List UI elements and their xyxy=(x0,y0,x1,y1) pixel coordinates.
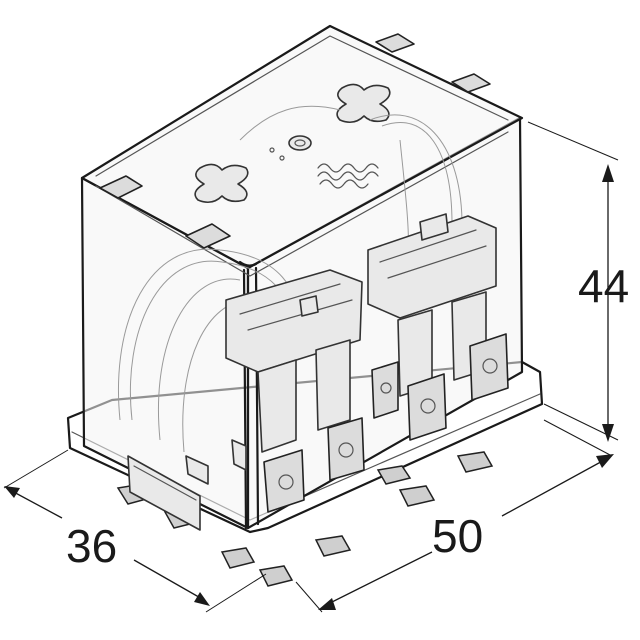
coil-spring xyxy=(317,163,379,189)
width-label: 50 xyxy=(432,510,483,562)
dimension-width: 50 xyxy=(295,419,614,613)
terminal-tab-small xyxy=(371,361,399,419)
terminal-tab-2 xyxy=(327,417,365,481)
cover-clips xyxy=(99,33,491,249)
center-mark xyxy=(269,135,312,161)
side-clips xyxy=(127,439,247,531)
terminal-tab-4 xyxy=(469,333,509,401)
cross-screw-left xyxy=(194,163,249,204)
contact-posts xyxy=(257,291,487,453)
dimension-depth: 36 xyxy=(3,449,267,613)
dimension-height: 44 xyxy=(527,121,629,442)
terminal-tab-3 xyxy=(407,373,447,441)
terminal-tab-1 xyxy=(263,449,305,513)
cross-screw-right xyxy=(336,83,391,124)
depth-label: 36 xyxy=(66,520,117,572)
height-label: 44 xyxy=(578,260,629,312)
contact-block-right xyxy=(367,213,497,319)
